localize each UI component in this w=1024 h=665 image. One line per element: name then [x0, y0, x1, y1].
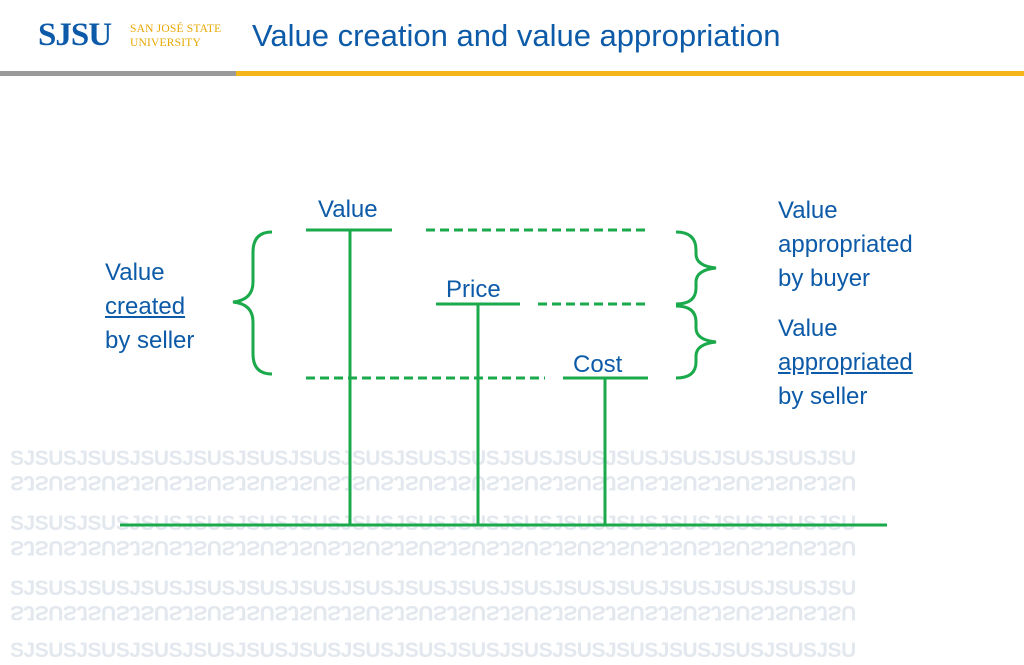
slide-title: Value creation and value appropriation	[252, 18, 781, 53]
value-appropriated-buyer-label: Value appropriated by buyer	[778, 194, 913, 296]
logo-university-line1: SAN JOSÉ STATE	[130, 23, 222, 35]
price-label: Price	[446, 276, 501, 303]
label-line: Value	[778, 315, 838, 342]
slide-header: SJSU SAN JOSÉ STATE UNIVERSITY Value cre…	[0, 0, 1024, 78]
sjsu-logo: SJSU	[38, 17, 112, 53]
right-brace-buyer	[675, 230, 717, 306]
right-brace-seller	[675, 304, 717, 380]
label-line: by seller	[105, 327, 195, 354]
label-line-underlined: appropriated	[778, 349, 913, 376]
cost-label: Cost	[573, 351, 623, 378]
header-rule-gold	[236, 71, 1024, 76]
label-line: Value	[778, 197, 838, 224]
label-line-underlined: created	[105, 293, 186, 320]
left-brace	[232, 230, 273, 376]
label-line: appropriated	[778, 231, 913, 258]
value-appropriated-seller-label: Value appropriated by seller	[778, 312, 913, 414]
logo-university-line2: UNIVERSITY	[130, 37, 201, 49]
value-created-label: Value created by seller	[105, 256, 194, 358]
label-line: Value	[105, 259, 165, 286]
value-label: Value	[318, 196, 378, 223]
label-line: by seller	[778, 383, 868, 410]
label-line: by buyer	[778, 265, 871, 292]
header-rule-gray	[0, 71, 236, 76]
